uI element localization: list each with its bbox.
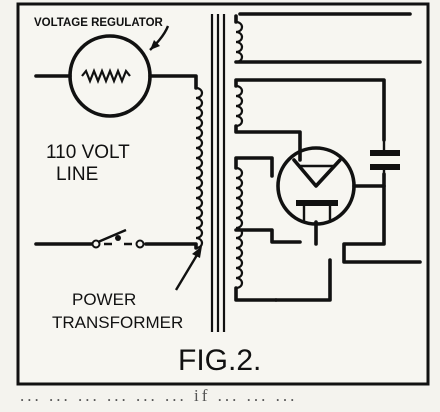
figure-label: FIG.2. <box>178 344 261 377</box>
power-label: POWER <box>72 290 136 309</box>
primary-coil <box>195 86 204 250</box>
transformer-arrowhead <box>192 246 202 258</box>
output-wire-bottom <box>274 258 332 302</box>
line-voltage-label: 110 VOLT <box>46 142 130 163</box>
voltage-regulator-label: VOLTAGE REGULATOR <box>34 17 164 29</box>
caption-text: ... ... ... ... ... ... if ... ... ... <box>20 386 298 405</box>
secondary-coil-1 <box>234 12 422 64</box>
line-switch <box>91 228 145 249</box>
secondary-coil-2 <box>234 78 386 162</box>
regulator-filament <box>81 68 131 84</box>
filter-capacitor <box>370 140 400 176</box>
transformer-core <box>210 14 226 332</box>
line-wire-top <box>34 74 198 90</box>
output-wire-right <box>342 172 422 264</box>
secondary-coil-3 <box>234 156 302 302</box>
caption-strip: ... ... ... ... ... ... if ... ... ... <box>0 384 440 412</box>
transformer-pointer-arrow <box>174 249 202 291</box>
line-wire-bottom <box>34 242 198 250</box>
voltage-regulator-arrowhead <box>150 40 160 50</box>
line-label: LINE <box>56 164 98 185</box>
transformer-label: TRANSFORMER <box>52 313 183 332</box>
